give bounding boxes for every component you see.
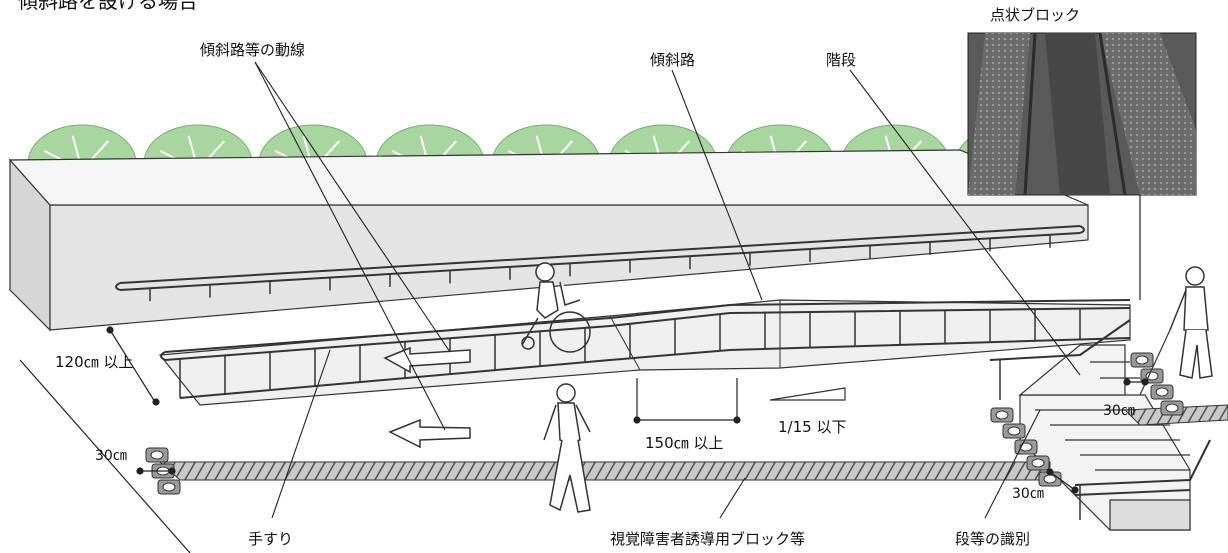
dot-block bbox=[990, 407, 1062, 487]
label-stairs: 階段 bbox=[826, 51, 856, 69]
label-slope: 1/15 以下 bbox=[778, 418, 846, 436]
dot-block-groups bbox=[145, 352, 1184, 495]
leader-lines bbox=[254, 61, 1081, 519]
label-landing-length: 150㎝ 以上 bbox=[645, 434, 723, 452]
label-ramp-route: 傾斜路等の動線 bbox=[200, 41, 305, 59]
label-step-identification: 段等の識別 bbox=[955, 530, 1030, 548]
ramp-surface bbox=[158, 299, 1131, 406]
dimension-lines bbox=[19, 195, 1149, 553]
front-railing bbox=[160, 299, 1131, 399]
slope-symbol bbox=[769, 387, 846, 401]
stairs bbox=[989, 319, 1211, 531]
pedestrian-center bbox=[543, 383, 591, 513]
label-railing-height: 120㎝ 以上 bbox=[55, 353, 133, 371]
label-offset-stair-bottom: 30㎝ bbox=[1012, 486, 1044, 502]
back-wall bbox=[8, 149, 1089, 332]
label-offset-stair-top: 30㎝ bbox=[1103, 403, 1135, 419]
label-guide-block: 視覚障害者誘導用ブロック等 bbox=[610, 530, 805, 548]
wheelchair-user bbox=[521, 262, 591, 353]
label-offset-left: 30㎝ bbox=[95, 448, 127, 464]
label-handrail: 手すり bbox=[248, 530, 293, 548]
diagram-heading: 傾斜路を設ける場合 bbox=[18, 0, 198, 13]
dot-block bbox=[1130, 352, 1184, 416]
pedestrian-right bbox=[1139, 266, 1213, 396]
dot-block-label: 点状ブロック bbox=[990, 6, 1080, 24]
route-arrows bbox=[383, 346, 471, 449]
label-ramp: 傾斜路 bbox=[650, 51, 695, 69]
dot-block-photo bbox=[967, 32, 1197, 196]
guide-block-strip bbox=[158, 461, 1051, 481]
wall-handrail bbox=[115, 225, 1085, 291]
wall-handrail-posts bbox=[149, 234, 1051, 302]
